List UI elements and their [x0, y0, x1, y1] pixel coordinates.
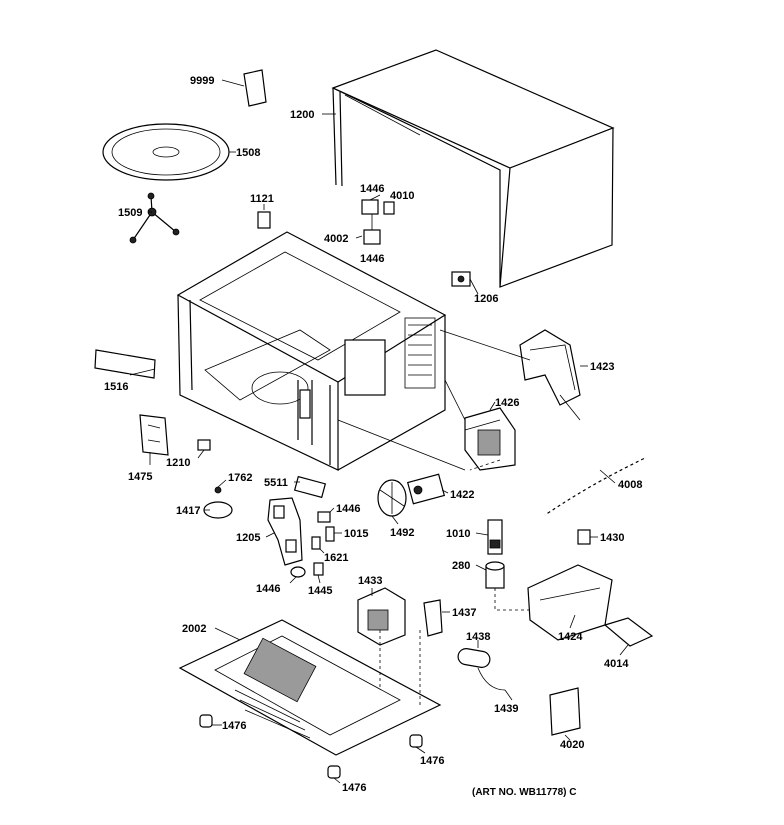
- label-1417: 1417: [176, 505, 200, 517]
- label-1476-bottom: 1476: [342, 782, 366, 794]
- literature-card: [243, 69, 267, 107]
- base-plate: [178, 619, 442, 756]
- label-1422: 1422: [450, 489, 474, 501]
- capacitor-280: [485, 561, 505, 589]
- label-1439: 1439: [494, 703, 518, 715]
- label-1205: 1205: [236, 532, 260, 544]
- label-1509: 1509: [118, 207, 142, 219]
- label-1475: 1475: [128, 471, 152, 483]
- label-4010: 4010: [390, 190, 414, 202]
- switch-1621: [311, 536, 321, 550]
- turntable-motor: [203, 486, 233, 519]
- fan-blade: [377, 479, 407, 517]
- label-1433: 1433: [358, 575, 382, 587]
- wire-harness: [543, 456, 646, 517]
- label-1121: 1121: [250, 193, 274, 205]
- label-1621: 1621: [324, 552, 348, 564]
- label-1476-right: 1476: [420, 755, 444, 767]
- outer-case: [331, 49, 615, 288]
- label-1446-mid: 1446: [336, 503, 360, 515]
- label-1430: 1430: [600, 532, 624, 544]
- label-1445: 1445: [308, 585, 332, 597]
- fan-duct: [519, 329, 581, 406]
- fan-motor: [406, 473, 446, 505]
- label-1492: 1492: [390, 527, 414, 539]
- label-1200: 1200: [290, 109, 314, 121]
- label-1508: 1508: [236, 147, 260, 159]
- switch-1446-lower: [290, 566, 306, 578]
- label-1446-lower: 1446: [256, 583, 280, 595]
- label-280: 280: [452, 560, 470, 572]
- label-4014: 4014: [604, 658, 629, 670]
- label-1516: 1516: [104, 381, 128, 393]
- switch-1015: [325, 526, 335, 542]
- bracket-1424: [527, 564, 613, 641]
- waveguide-cover: [139, 414, 169, 456]
- capacitor-1438: [457, 648, 506, 691]
- turntable-tray: [102, 123, 230, 181]
- label-1446-top: 1446: [360, 183, 384, 195]
- label-1762: 1762: [228, 472, 252, 484]
- thermal-cutout-1206: [451, 271, 471, 287]
- art-number: (ART NO. WB11778) C: [472, 787, 576, 798]
- label-1210: 1210: [166, 457, 190, 469]
- door-latch-assembly: [267, 497, 303, 566]
- label-4020: 4020: [560, 739, 584, 751]
- oven-cavity-chassis: [176, 231, 447, 471]
- label-4002: 4002: [324, 233, 348, 245]
- label-1206: 1206: [474, 293, 498, 305]
- label-1476-left: 1476: [222, 720, 246, 732]
- high-voltage-transformer: [357, 587, 406, 646]
- label-strip: [94, 349, 156, 379]
- part-5511: [293, 475, 327, 499]
- bracket-4020: [549, 687, 581, 736]
- label-1423: 1423: [590, 361, 614, 373]
- magnetron: [464, 407, 516, 471]
- label-1015: 1015: [344, 528, 368, 540]
- label-2002: 2002: [182, 623, 206, 635]
- label-1010: 1010: [446, 528, 470, 540]
- label-1446-upper: 1446: [360, 253, 384, 265]
- label-1426: 1426: [495, 397, 519, 409]
- label-1437: 1437: [452, 607, 476, 619]
- label-1438: 1438: [466, 631, 490, 643]
- foot-1476-bottom: [327, 765, 341, 779]
- roller-support: [129, 192, 180, 244]
- bracket-1437: [423, 599, 443, 637]
- label-5511: 5511: [264, 477, 288, 489]
- bracket-4014: [603, 617, 654, 647]
- label-9999: 9999: [190, 75, 214, 87]
- part-labels: 9999 1200 1508 1509 1121 1446 4010 4002 …: [104, 75, 642, 798]
- foot-1476-right: [409, 734, 423, 748]
- switch-1446: [317, 511, 331, 523]
- fuse-holder: [487, 519, 503, 555]
- foot-1476-left: [199, 714, 213, 728]
- label-1424: 1424: [558, 631, 583, 643]
- leader-lines: [129, 79, 629, 784]
- latch-1121: [257, 211, 271, 229]
- interlock-switch-group: [361, 199, 395, 245]
- label-4008: 4008: [618, 479, 642, 491]
- switch-1445: [313, 562, 324, 576]
- part-1430: [577, 529, 591, 545]
- part-1210: [197, 439, 211, 451]
